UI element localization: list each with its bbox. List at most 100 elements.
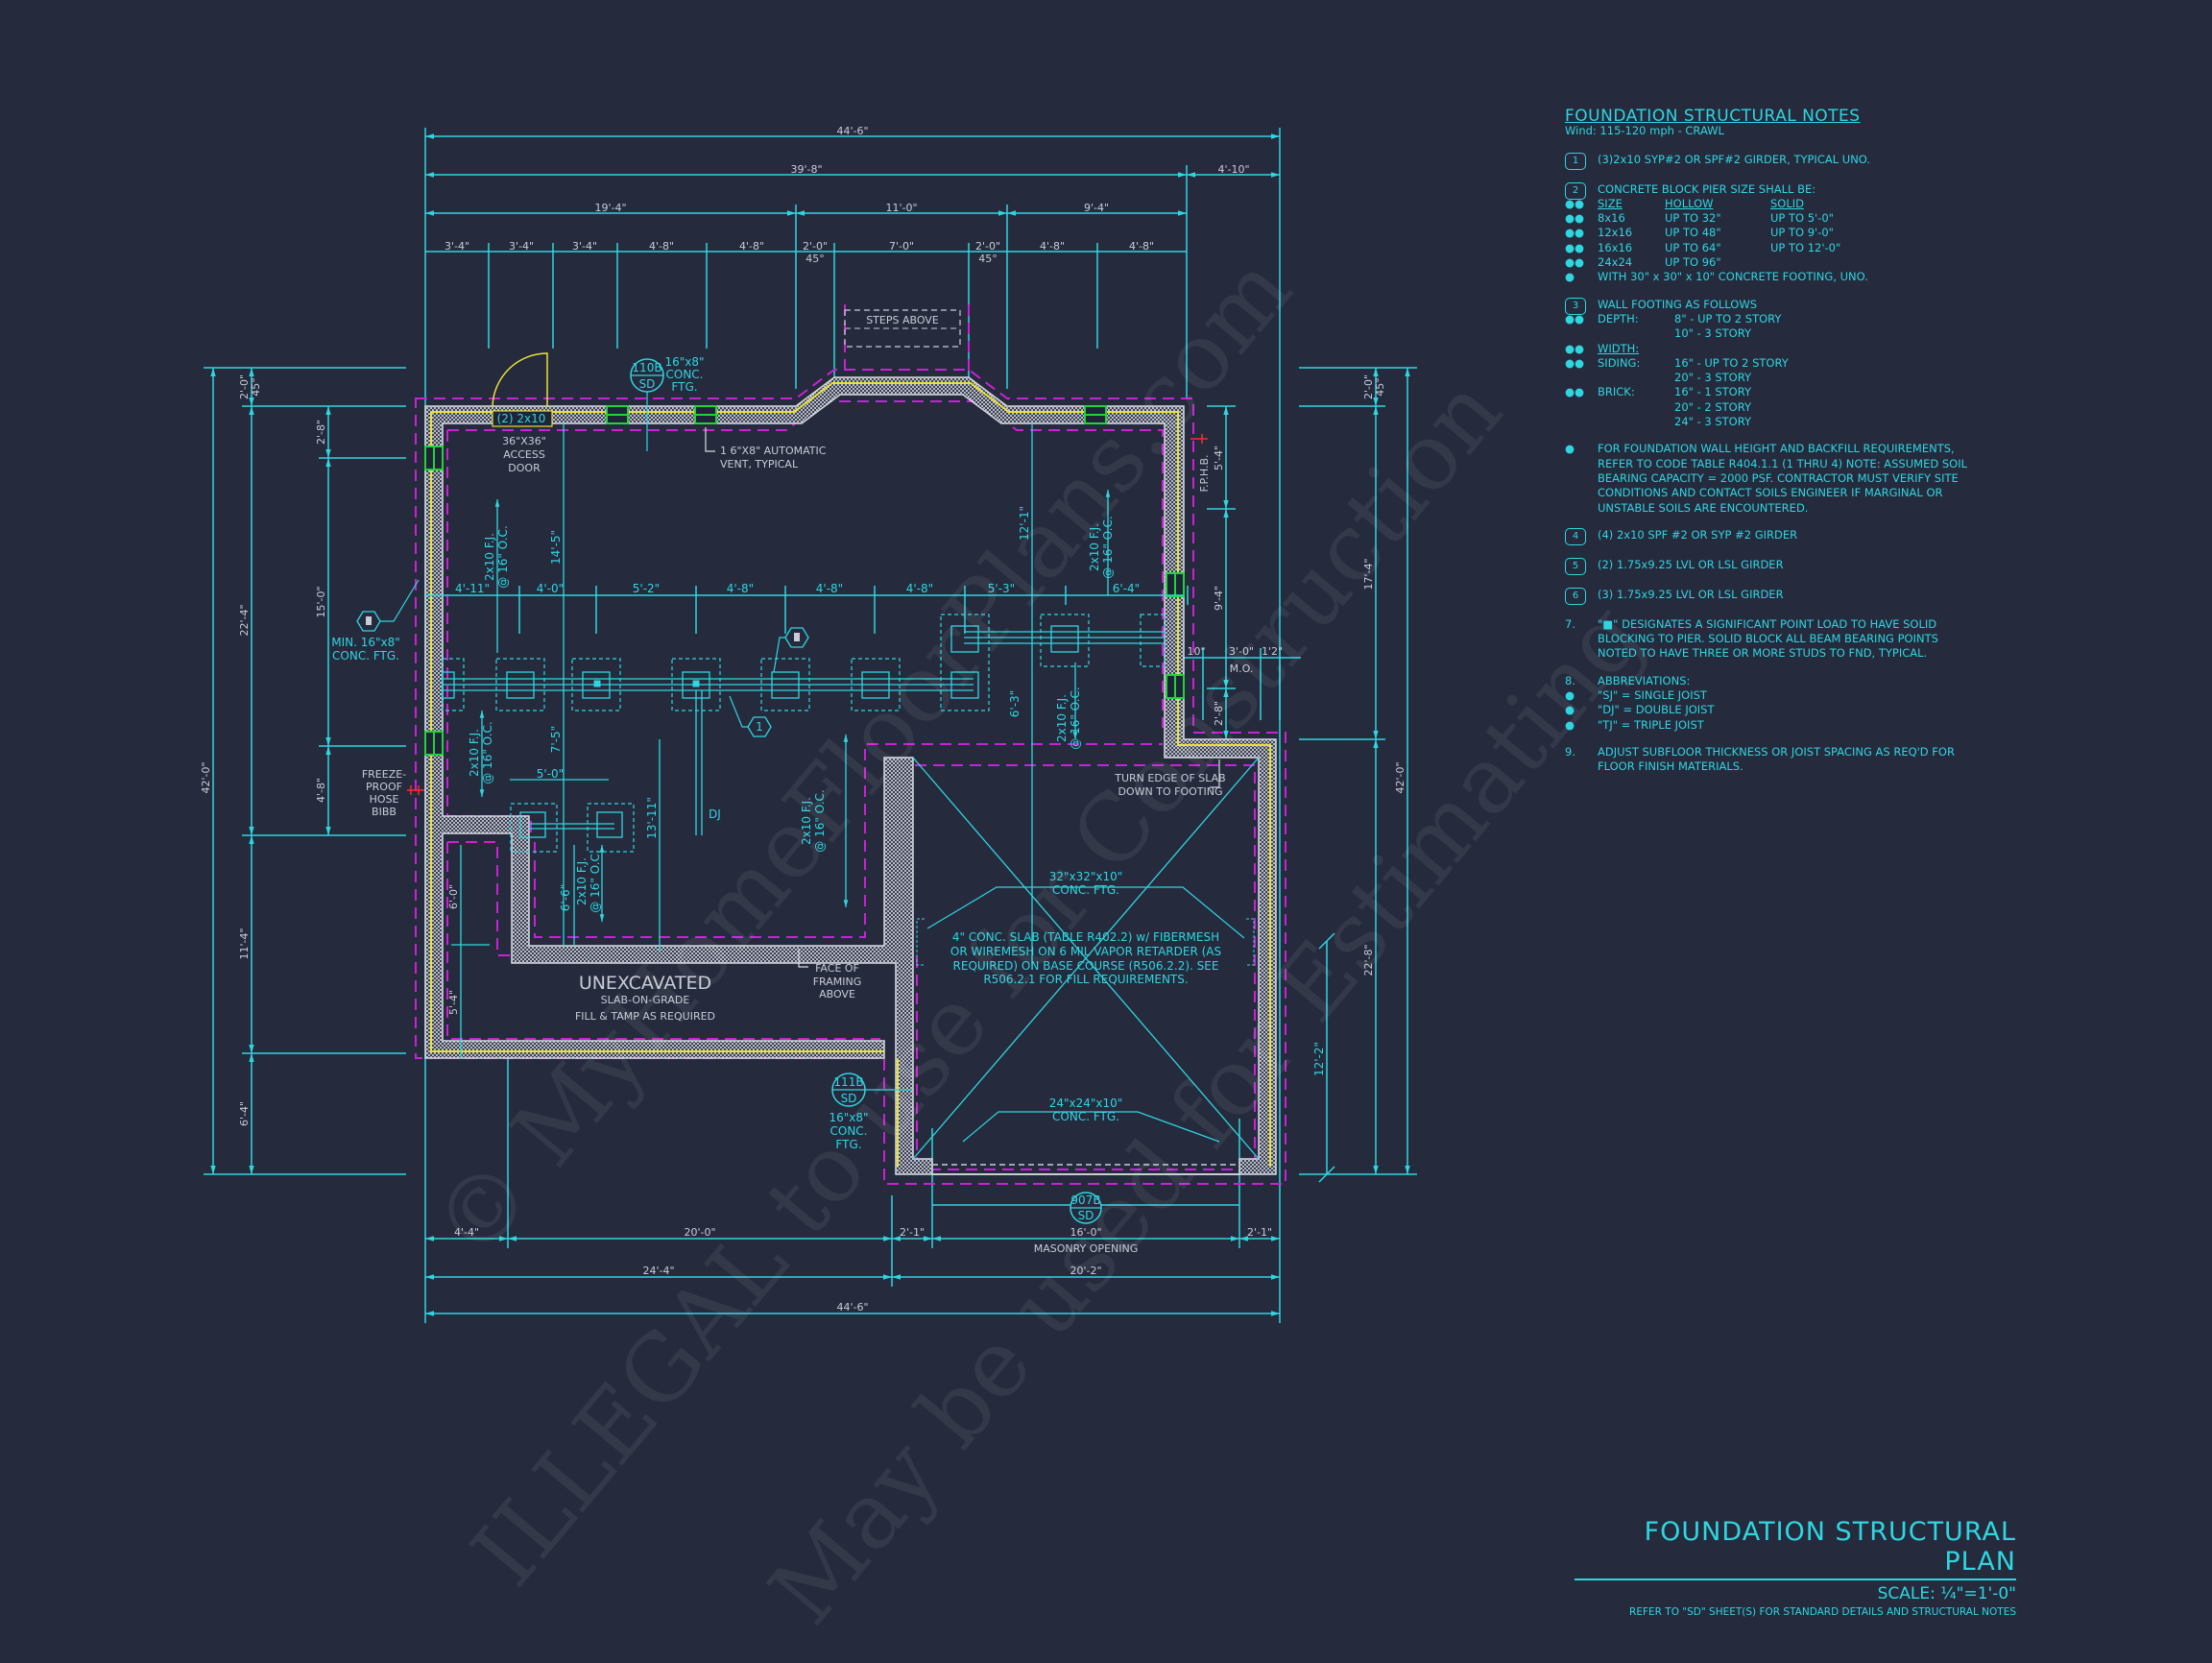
- svg-text:FTG.: FTG.: [835, 1138, 861, 1151]
- svg-text:24"x24"x10": 24"x24"x10": [1049, 1097, 1123, 1110]
- girder-and-piers: [442, 614, 1166, 835]
- svg-text:9'-4": 9'-4": [1084, 202, 1109, 214]
- svg-text:3'-4": 3'-4": [572, 240, 597, 253]
- svg-text:2'-0": 2'-0": [238, 374, 251, 399]
- svg-text:45°: 45°: [250, 377, 262, 397]
- svg-text:OR WIREMESH ON 6 MIL VAPOR RET: OR WIREMESH ON 6 MIL VAPOR RETARDER (AS: [950, 945, 1221, 958]
- svg-text:2x10 F.J.: 2x10 F.J.: [468, 729, 481, 777]
- svg-text:22'-8": 22'-8": [1362, 944, 1375, 976]
- top-dimension-text: 44'-6" 39'-8" 4'-10" 19'-4" 11'-0" 9'-4"…: [445, 125, 1250, 265]
- svg-text:42'-0": 42'-0": [1394, 761, 1407, 793]
- svg-text:4'-8": 4'-8": [816, 582, 843, 595]
- svg-text:CONC. FTG.: CONC. FTG.: [1052, 883, 1119, 897]
- interior-dimension-text: 14'-5" 12'-1" 6'-3" 7'-5" 13'-11" 6'-6" …: [447, 506, 1031, 1015]
- svg-text:11'-0": 11'-0": [885, 202, 917, 214]
- svg-text:4'-0": 4'-0": [537, 582, 564, 595]
- svg-text:110B: 110B: [632, 361, 661, 374]
- svg-text:6'-4": 6'-4": [1113, 582, 1140, 595]
- svg-text:44'-6": 44'-6": [836, 125, 868, 137]
- note-9: 9. ADJUST SUBFLOOR THICKNESS OR JOIST SP…: [1565, 744, 1955, 774]
- svg-text:R506.2.1 FOR FILL REQUIREMENTS: R506.2.1 FOR FILL REQUIREMENTS.: [983, 973, 1188, 986]
- svg-text:2'-8": 2'-8": [315, 420, 327, 445]
- svg-text:SD: SD: [1078, 1209, 1094, 1222]
- svg-text:6'-0": 6'-0": [447, 884, 460, 909]
- svg-text:2x10 F.J.: 2x10 F.J.: [575, 857, 589, 905]
- svg-text:UNEXCAVATED: UNEXCAVATED: [579, 973, 711, 994]
- note-4: 4 (4) 2x10 SPF #2 OR SYP #2 GIRDER: [1565, 527, 1968, 545]
- svg-text:FTG.: FTG.: [671, 380, 697, 394]
- svg-text:12'-1": 12'-1": [1018, 506, 1031, 541]
- joist-labels: 2x10 F.J. @ 16" O.C. 2x10 F.J. @ 16" O.C…: [468, 516, 1115, 912]
- detail-callout-907b: 907B SD: [1070, 1192, 1102, 1224]
- notes-title: FOUNDATION STRUCTURAL NOTES: [1565, 107, 1861, 126]
- svg-text:@ 16" O.C.: @ 16" O.C.: [496, 525, 510, 588]
- note-2: 2 CONCRETE BLOCK PIER SIZE SHALL BE: ●●S…: [1565, 181, 1968, 285]
- svg-text:44'-6": 44'-6": [836, 1301, 868, 1314]
- svg-text:45°: 45°: [1374, 377, 1386, 397]
- wind-spec: Wind: 115-120 mph - CRAWL: [1565, 124, 1724, 138]
- note-tag-hex-icon: 6: [1565, 587, 1586, 605]
- svg-text:36"X36": 36"X36": [502, 435, 546, 447]
- svg-text:6'-4": 6'-4": [238, 1101, 251, 1126]
- svg-text:15'-0": 15'-0": [315, 586, 327, 617]
- svg-text:24'-4": 24'-4": [642, 1265, 674, 1277]
- svg-text:FILL & TAMP AS REQUIRED: FILL & TAMP AS REQUIRED: [575, 1010, 715, 1023]
- svg-text:4'-8": 4'-8": [727, 582, 754, 595]
- svg-text:FACE OF: FACE OF: [815, 962, 859, 975]
- svg-text:16"x8": 16"x8": [664, 355, 704, 369]
- svg-text:4'-8": 4'-8": [315, 778, 327, 803]
- svg-text:F.P.H.B.: F.P.H.B.: [1198, 454, 1211, 492]
- foundation-vents: [424, 405, 1185, 756]
- svg-text:4'-4": 4'-4": [454, 1226, 479, 1239]
- svg-text:ABOVE: ABOVE: [819, 988, 855, 1000]
- svg-text:CONC. FTG.: CONC. FTG.: [332, 649, 399, 663]
- svg-text:1 6"X8" AUTOMATIC: 1 6"X8" AUTOMATIC: [720, 445, 827, 457]
- svg-text:16'-0": 16'-0": [1070, 1226, 1101, 1239]
- svg-text:3'-0": 3'-0": [1229, 645, 1254, 658]
- svg-text:19'-4": 19'-4": [594, 202, 626, 214]
- svg-text:4'-8": 4'-8": [906, 582, 933, 595]
- vent-label: 1 6"X8" AUTOMATIC VENT, TYPICAL: [705, 427, 827, 470]
- svg-text:@ 16" O.C.: @ 16" O.C.: [481, 721, 494, 783]
- svg-text:DOOR: DOOR: [508, 462, 541, 474]
- svg-text:FREEZE-: FREEZE-: [362, 768, 406, 781]
- svg-text:2'-0": 2'-0": [1362, 374, 1375, 399]
- note-tag-hex-icon: 3: [1565, 297, 1586, 315]
- double-joist-label: DJ: [709, 807, 721, 821]
- right-dimension-text: 42'-0" 2'-0" 45° 17'-4" 22'-8" 5'-4" 9'-…: [1187, 374, 1407, 1076]
- svg-text:10": 10": [1187, 645, 1205, 658]
- svg-text:REQUIRED) ON BASE COURSE (R506: REQUIRED) ON BASE COURSE (R506.2.2). SEE: [953, 959, 1219, 973]
- svg-text:12'-2": 12'-2": [1312, 1042, 1326, 1076]
- svg-text:CONC.: CONC.: [830, 1124, 868, 1138]
- svg-text:MIN. 16"x8": MIN. 16"x8": [331, 636, 400, 649]
- unexcavated-area: UNEXCAVATED SLAB-ON-GRADE FILL & TAMP AS…: [575, 949, 861, 1023]
- svg-text:3'-4": 3'-4": [509, 240, 534, 253]
- svg-text:@ 16" O.C.: @ 16" O.C.: [813, 789, 827, 852]
- note-3: 3 WALL FOOTING AS FOLLOWS ●●DEPTH:8" - U…: [1565, 297, 1968, 430]
- girder-spacing-text: 4'-11" 4'-0" 5'-2" 4'-8" 4'-8" 4'-8" 5'-…: [455, 582, 1140, 595]
- svg-text:3'-4": 3'-4": [445, 240, 469, 253]
- bottom-dimensions: [425, 1056, 1280, 1316]
- svg-text:32"x32"x10": 32"x32"x10": [1049, 870, 1123, 883]
- svg-text:SLAB-ON-GRADE: SLAB-ON-GRADE: [601, 994, 690, 1006]
- girder-tag: 1: [756, 720, 763, 734]
- svg-text:2x10 F.J.: 2x10 F.J.: [1088, 523, 1101, 571]
- right-dimensions: [1171, 367, 1417, 1183]
- dim-5-0: 5'-0": [537, 767, 564, 781]
- svg-text:20'-2": 20'-2": [1070, 1265, 1101, 1277]
- interior-vertical-dims: [451, 423, 1111, 1058]
- title-block: FOUNDATION STRUCTURAL PLAN SCALE: ¼"=1'-…: [1575, 1517, 2016, 1618]
- plan-title: FOUNDATION STRUCTURAL PLAN: [1575, 1517, 2016, 1580]
- svg-text:HOSE: HOSE: [370, 793, 399, 806]
- svg-text:@ 16" O.C.: @ 16" O.C.: [1069, 687, 1082, 749]
- svg-text:6'-6": 6'-6": [559, 884, 572, 911]
- svg-text:2x10 F.J.: 2x10 F.J.: [800, 797, 813, 845]
- bottom-dimension-text: 4'-4" 20'-0" 2'-1" 16'-0" 2'-1" MASONRY …: [454, 1226, 1272, 1314]
- svg-text:@ 16" O.C.: @ 16" O.C.: [1101, 516, 1115, 578]
- svg-text:39'-8": 39'-8": [790, 163, 822, 176]
- svg-text:7'-5": 7'-5": [549, 726, 563, 753]
- svg-text:16"x8": 16"x8": [829, 1111, 868, 1124]
- svg-text:CONC. FTG.: CONC. FTG.: [1052, 1110, 1119, 1123]
